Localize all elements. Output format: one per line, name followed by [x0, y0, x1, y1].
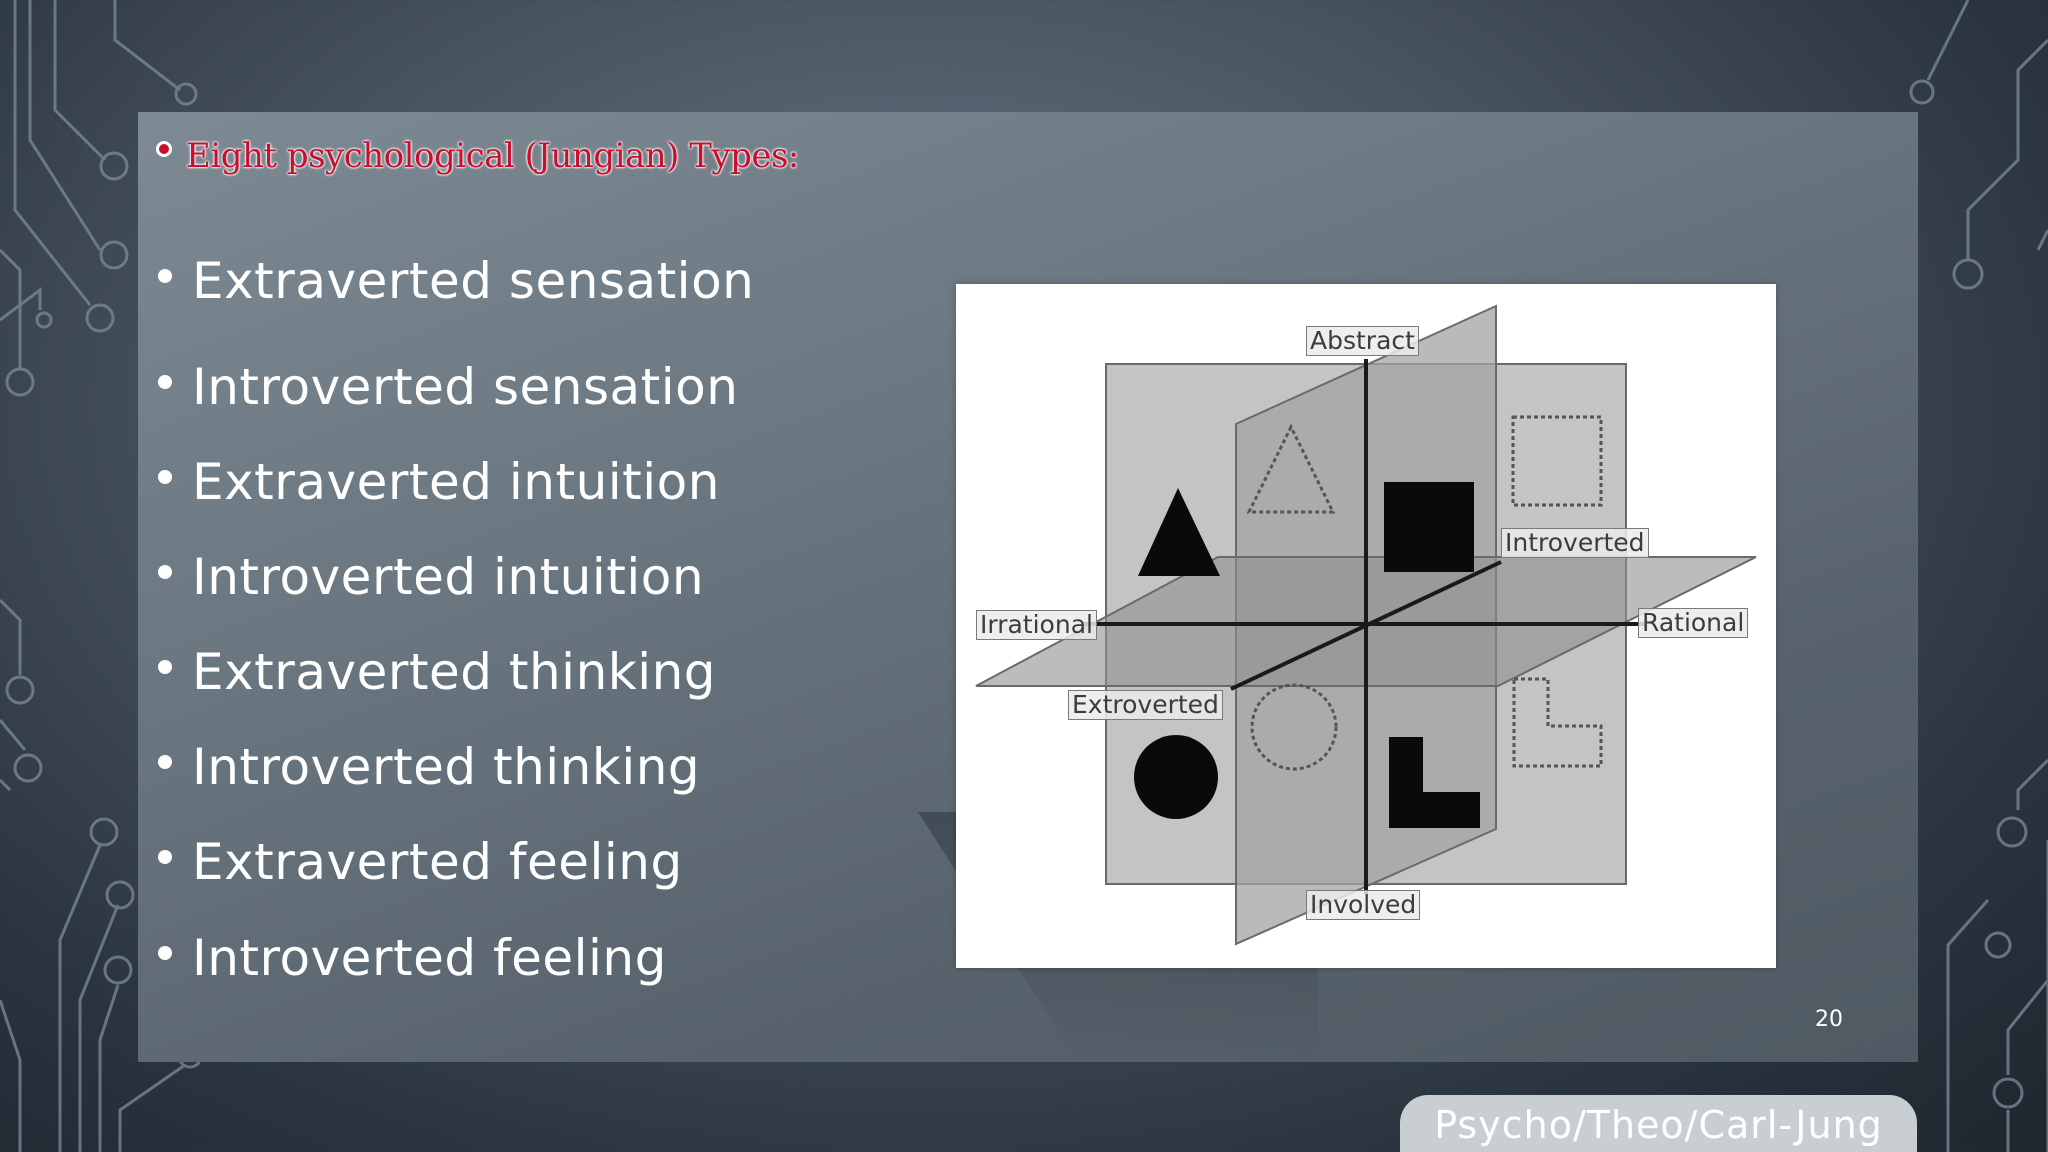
- heading-text: Eight psychological (Jungian) Types:: [186, 136, 799, 176]
- type-label: Extraverted thinking: [192, 643, 717, 701]
- solid-triangle-icon: [1138, 488, 1220, 576]
- footer-tab: Psycho/Theo/Carl-Jung: [1400, 1095, 1917, 1152]
- type-label: Introverted intuition: [192, 548, 705, 606]
- label-abstract: Abstract: [1306, 326, 1419, 356]
- bullet-icon: [158, 565, 172, 579]
- list-item: Extraverted intuition: [158, 453, 720, 511]
- label-introverted: Introverted: [1501, 528, 1649, 558]
- slide-content-panel: Eight psychological (Jungian) Types: Ext…: [138, 112, 1918, 1062]
- outline-circle-icon: [1250, 683, 1338, 771]
- bullet-icon: [158, 660, 172, 674]
- label-irrational: Irrational: [976, 610, 1097, 640]
- slide-heading: Eight psychological (Jungian) Types:: [156, 136, 799, 176]
- type-label: Introverted sensation: [192, 358, 739, 416]
- label-involved: Involved: [1306, 890, 1421, 920]
- solid-l-shape-icon: [1389, 737, 1480, 828]
- list-item: Extraverted thinking: [158, 643, 716, 701]
- list-item: Introverted feeling: [158, 929, 667, 987]
- jungian-types-diagram: Abstract Involved Irrational Rational Ex…: [956, 284, 1776, 968]
- heading-bullet-icon: [156, 141, 172, 157]
- bullet-icon: [158, 375, 172, 389]
- type-label: Extraverted intuition: [192, 453, 720, 511]
- list-item: Introverted intuition: [158, 548, 704, 606]
- type-label: Extraverted feeling: [192, 833, 683, 891]
- outline-square-icon: [1511, 415, 1603, 507]
- footer-text: Psycho/Theo/Carl-Jung: [1434, 1103, 1883, 1147]
- page-number: 20: [1815, 1007, 1843, 1032]
- list-item: Introverted thinking: [158, 738, 700, 796]
- solid-circle-icon: [1134, 735, 1218, 819]
- list-item: Extraverted sensation: [158, 252, 754, 310]
- type-label: Extraverted sensation: [192, 252, 755, 310]
- label-extroverted: Extroverted: [1068, 690, 1223, 720]
- outline-l-shape-icon: [1512, 677, 1603, 768]
- bullet-icon: [158, 470, 172, 484]
- type-label: Introverted feeling: [192, 929, 667, 987]
- type-label: Introverted thinking: [192, 738, 701, 796]
- bullet-icon: [158, 946, 172, 960]
- outline-triangle-icon: [1246, 423, 1336, 514]
- solid-square-icon: [1384, 482, 1474, 572]
- bullet-icon: [158, 755, 172, 769]
- list-item: Extraverted feeling: [158, 833, 683, 891]
- bullet-icon: [158, 850, 172, 864]
- depth-axis: [1230, 560, 1502, 691]
- circuit-decoration-right: [1909, 0, 2048, 1152]
- bullet-icon: [158, 269, 172, 283]
- list-item: Introverted sensation: [158, 358, 738, 416]
- label-rational: Rational: [1638, 608, 1749, 638]
- circuit-decoration-left: [0, 0, 200, 1152]
